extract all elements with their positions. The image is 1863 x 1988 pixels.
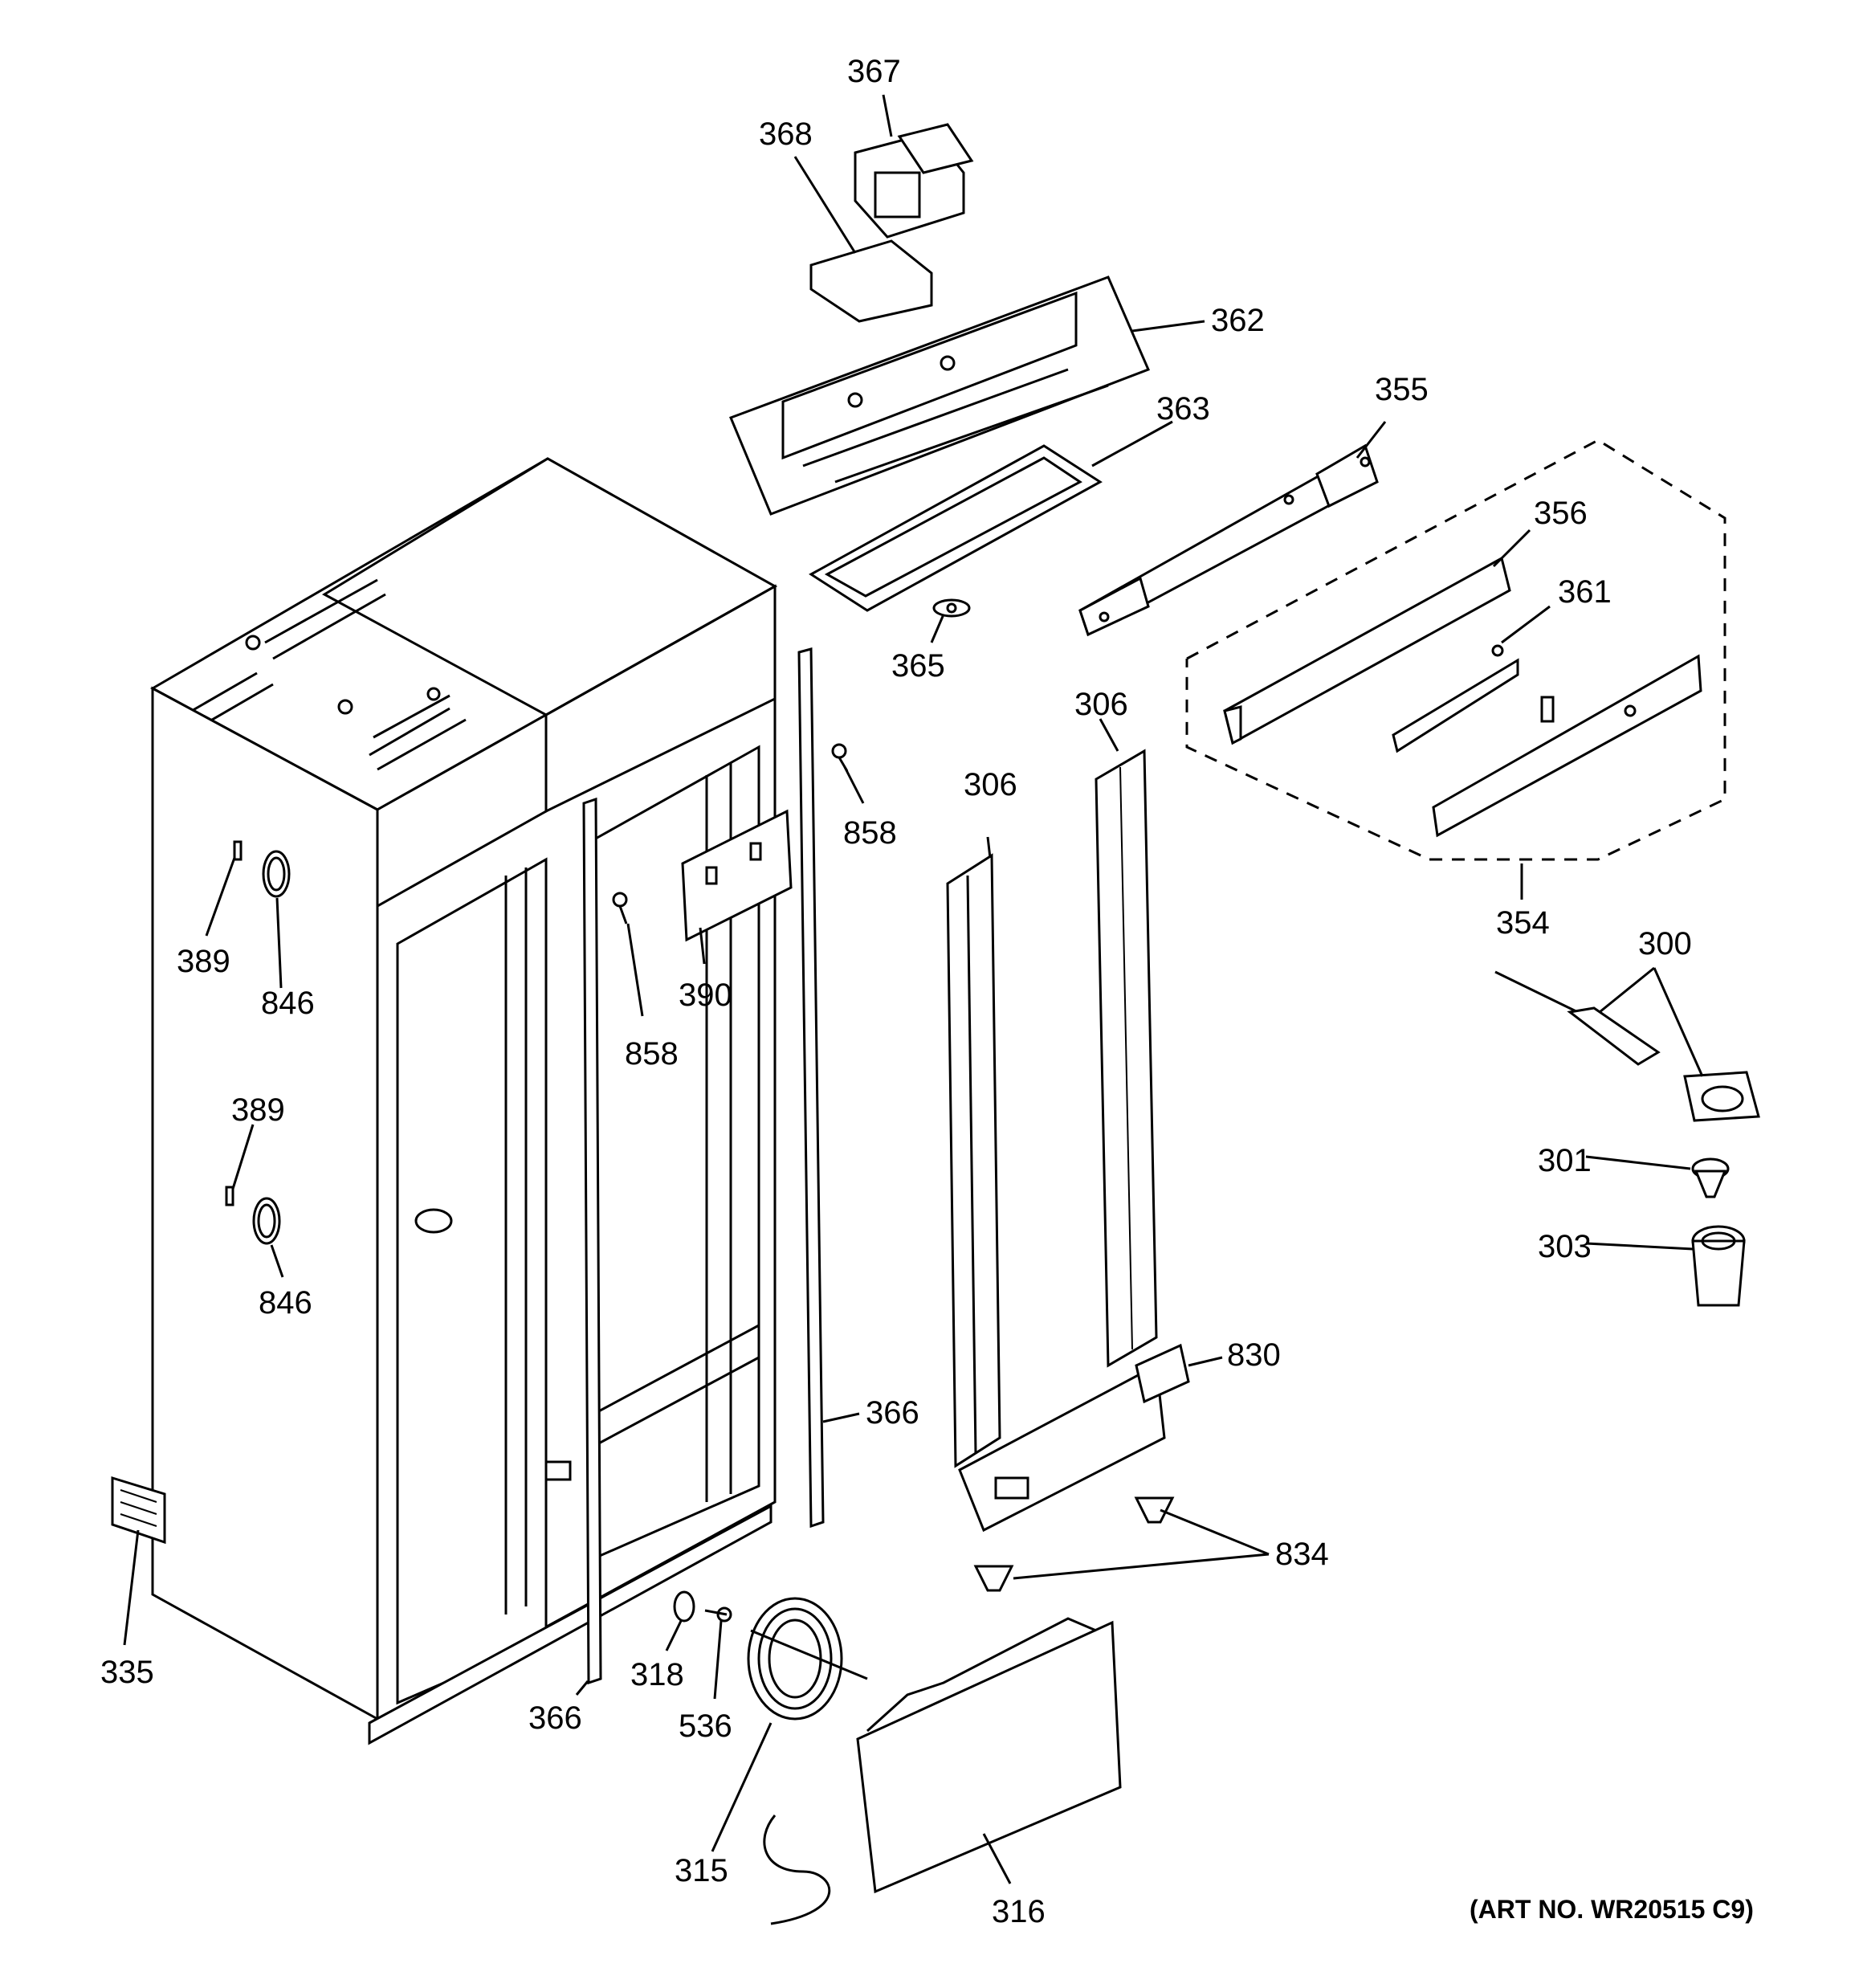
sensor-housing-300 xyxy=(1683,1071,1760,1122)
screw-536 xyxy=(704,1606,732,1623)
cover-panel-316 xyxy=(856,1617,1122,1894)
label-363: 363 xyxy=(1156,391,1210,427)
control-kit-354-outline xyxy=(1185,439,1726,861)
label-858-top: 858 xyxy=(843,815,897,851)
part-labels: 367 368 362 363 355 356 361 365 306 306 … xyxy=(100,54,1692,1929)
label-362: 362 xyxy=(1211,303,1265,338)
label-366-right: 366 xyxy=(866,1395,919,1431)
grille-335 xyxy=(111,1476,166,1545)
cabinet-case xyxy=(149,457,778,1745)
bracket-368 xyxy=(809,239,933,323)
label-368: 368 xyxy=(759,116,813,152)
label-830: 830 xyxy=(1227,1337,1281,1373)
label-306-left: 306 xyxy=(964,767,1017,802)
label-318: 318 xyxy=(630,1657,684,1692)
trim-strip-366-right xyxy=(797,647,825,1529)
control-panel-354 xyxy=(1432,654,1702,838)
label-846-upper: 846 xyxy=(261,986,315,1021)
label-306-right: 306 xyxy=(1074,687,1128,722)
rail-306-left xyxy=(946,853,1001,1468)
label-316: 316 xyxy=(992,1894,1046,1929)
screw-858 xyxy=(612,892,628,925)
clip-318 xyxy=(673,1590,695,1623)
label-834: 834 xyxy=(1275,1537,1329,1572)
rail-306-right xyxy=(1095,749,1158,1368)
trim-strip-366-left xyxy=(582,797,602,1685)
label-354: 354 xyxy=(1496,905,1550,941)
control-housing-356 xyxy=(1223,556,1511,745)
label-315: 315 xyxy=(675,1853,728,1888)
art-number: (ART NO. WR20515 C9) xyxy=(1470,1895,1754,1924)
bracket-830 xyxy=(958,1343,1190,1533)
label-356: 356 xyxy=(1534,496,1588,531)
label-390: 390 xyxy=(679,978,732,1013)
hinge-plate-390 xyxy=(681,809,793,942)
condenser-coil-315 xyxy=(747,1597,868,1925)
control-board-361 xyxy=(1392,644,1519,753)
gasket-frame-363 xyxy=(809,444,1103,612)
foot-834-left xyxy=(973,1565,1014,1592)
label-301: 301 xyxy=(1538,1143,1592,1178)
sensor-cable-300 xyxy=(1494,970,1661,1066)
label-335: 335 xyxy=(100,1655,154,1690)
label-536: 536 xyxy=(679,1708,732,1744)
leader-lines xyxy=(123,94,1704,1884)
mounting-bar-355 xyxy=(1078,443,1379,637)
fastener-365 xyxy=(932,598,971,618)
label-355: 355 xyxy=(1375,372,1429,407)
label-367: 367 xyxy=(847,54,901,89)
label-303: 303 xyxy=(1538,1229,1592,1264)
label-389-upper: 389 xyxy=(177,944,230,979)
label-846-lower: 846 xyxy=(259,1285,312,1321)
module-cover-367 xyxy=(854,123,974,239)
foot-834-right xyxy=(1134,1496,1175,1524)
label-300: 300 xyxy=(1638,926,1692,961)
label-361: 361 xyxy=(1558,574,1612,610)
cap-301 xyxy=(1691,1157,1730,1198)
housing-362 xyxy=(729,276,1151,516)
label-858-lower: 858 xyxy=(625,1036,679,1072)
label-365: 365 xyxy=(891,648,945,684)
filter-303 xyxy=(1691,1225,1746,1307)
label-389-lower: 389 xyxy=(231,1092,285,1128)
label-366-left: 366 xyxy=(528,1700,582,1736)
